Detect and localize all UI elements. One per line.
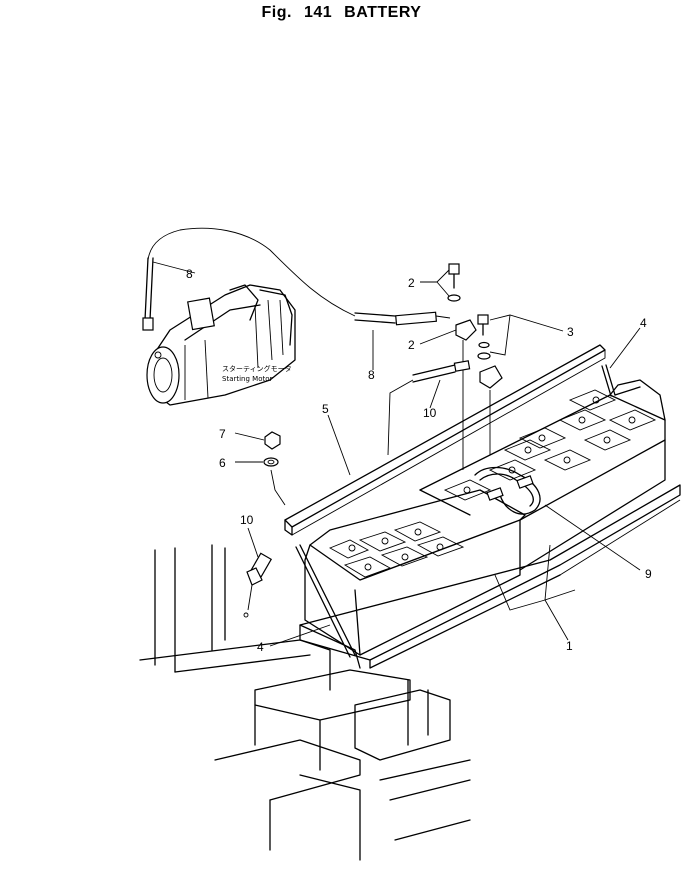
callout-2-mid: 2 [408,338,415,352]
callouts: 1 2 2 3 4 4 5 6 7 8 8 9 10 10 [186,267,652,654]
starter-caption-en: Starting Motor [222,375,272,383]
callout-7: 7 [219,427,226,441]
callout-3: 3 [567,325,574,339]
clamp-bar [284,344,606,536]
figure-name: BATTERY [344,4,422,21]
clamp-rods [295,364,616,658]
terminals [447,263,503,470]
battery-cells-rear [443,389,657,501]
callout-4-right: 4 [640,316,647,330]
machine-frame [139,544,471,861]
starting-motor [146,284,296,406]
callout-8-upper: 8 [186,267,193,281]
battery-tray [299,484,681,669]
figure-title: Fig. 141 BATTERY [0,4,683,22]
battery-front [304,489,526,656]
figure-number: 141 [303,4,333,21]
leader-lines [152,261,641,647]
battery-cells-front [328,521,465,578]
starter-caption-jp: スターティングモータ [222,364,292,373]
connector-cable [474,466,541,515]
fasteners [243,431,286,618]
cables [142,227,471,456]
callout-10-upper: 10 [423,406,437,420]
battery-rear [419,379,666,571]
callout-5: 5 [322,402,329,416]
callout-9: 9 [645,567,652,581]
figure-prefix: Fig. [261,4,292,21]
callout-8-lower: 8 [368,368,375,382]
callout-10-lower: 10 [240,513,254,527]
callout-6: 6 [219,456,226,470]
callout-4-left: 4 [257,640,264,654]
callout-2-top: 2 [408,276,415,290]
callout-1: 1 [566,639,573,653]
starter-caption: スターティングモータ Starting Motor [222,364,292,383]
